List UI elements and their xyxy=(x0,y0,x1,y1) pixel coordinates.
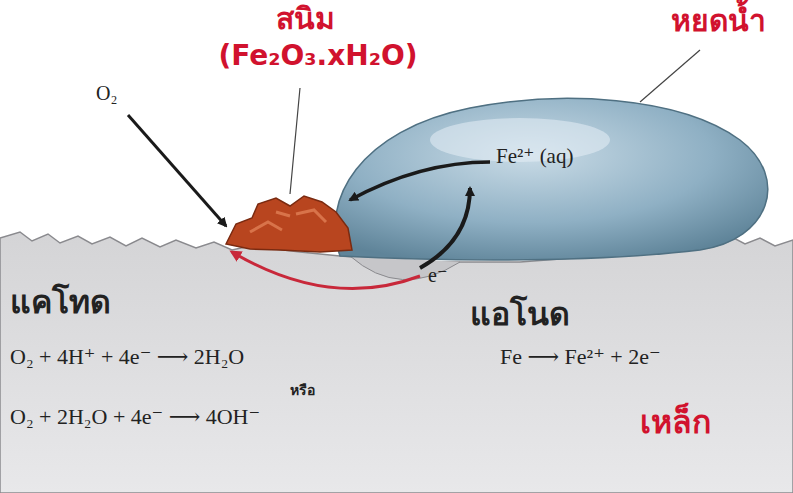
cathode-label: แคโทด xyxy=(10,284,111,321)
electron-label: e⁻ xyxy=(428,264,447,287)
cathode-equation: O₂ + 4H⁺ + 4e⁻ ⟶ 2H₂O xyxy=(10,344,244,369)
electron-arrow xyxy=(232,252,420,289)
water-drop xyxy=(335,99,768,260)
leader-line xyxy=(290,88,300,194)
anode-equation: Fe ⟶ Fe²⁺ + 2e⁻ xyxy=(500,344,661,369)
rust-formula: (Fe₂O₃.xH₂O) xyxy=(218,40,417,72)
o2-arrow xyxy=(128,115,226,226)
oxygen-label: O₂ xyxy=(96,82,117,105)
rust-title: สนิม xyxy=(276,2,335,37)
iron-block xyxy=(0,232,793,493)
anode-label: แอโนด xyxy=(470,296,570,333)
iron-label: เหล็ก xyxy=(640,404,711,441)
water-drop-label: หยดน้ำ xyxy=(671,4,766,39)
ion-label: Fe²⁺ (aq) xyxy=(496,144,573,168)
fe-dissolve-arrow xyxy=(420,188,470,268)
rust-deposit xyxy=(226,196,352,252)
cathode-equation-alt: O₂ + 2H₂O + 4e⁻ ⟶ 4OH⁻ xyxy=(10,404,260,429)
or-label: หรือ xyxy=(290,382,315,398)
leader-line xyxy=(640,50,700,102)
